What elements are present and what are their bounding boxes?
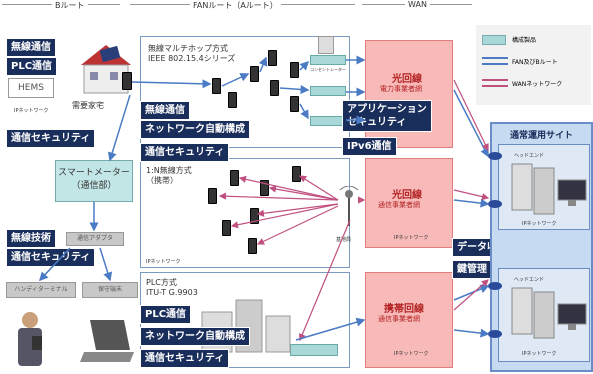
legend-wan: WANネットワーク [512, 81, 563, 88]
wan-mobile [365, 272, 453, 368]
mobile-title: 携帯回線 [384, 304, 424, 315]
smart-meter-box: スマートメーター （通信部） [55, 160, 133, 202]
wireless-tech-label: 無線技術 [6, 229, 56, 248]
fan-security-label-3: 通信セキュリティ [140, 349, 230, 368]
concentrator [310, 86, 346, 96]
b-route-header: Bルート [52, 0, 88, 11]
meter-device [248, 238, 257, 254]
fan-security-label: 通信セキュリティ [140, 143, 230, 162]
left-wireless-label: 無線通信 [6, 38, 56, 57]
legend-swatch-components [482, 35, 506, 45]
mobile-sub: 通信事業者網 [378, 315, 420, 323]
concentrator-label: コンセントレーター [310, 67, 346, 72]
router-icon [488, 330, 502, 338]
legend-swatch-fan [482, 57, 508, 65]
server-icon [318, 36, 334, 54]
meter-device [290, 62, 299, 78]
handy-terminal: ハンディターミナル [6, 282, 76, 298]
concentrator [310, 55, 346, 65]
meter-device [222, 220, 231, 236]
site-title: 通常運用サイト [510, 131, 574, 141]
multihop-title: 無線マルチホップ方式 IEEE 802.15.4シリーズ [148, 44, 236, 63]
meter-device [292, 166, 301, 182]
fan-net-auto-label: ネットワーク自動構成 [140, 120, 250, 139]
hikari1-title: 光回線 [392, 74, 422, 85]
wan-header: WAN [405, 0, 430, 9]
base-station-label: 基地局 [336, 237, 352, 243]
router-icon [488, 152, 502, 160]
router-icon [488, 282, 502, 290]
headend-1: ヘッドエンド [514, 153, 545, 159]
smart-meter-device [122, 72, 132, 90]
meter-device [290, 96, 299, 112]
wan-ipnw-2: IPネットワーク [394, 351, 429, 357]
headend-server-icon [511, 287, 587, 339]
hikari2-sub: 通信事業者網 [378, 201, 420, 209]
left-security-label-2: 通信セキュリティ [6, 248, 96, 267]
meter-device [228, 92, 237, 108]
legend: 構成製品 FAN及びBルート WANネットワーク [476, 25, 591, 105]
meter-device [260, 180, 269, 196]
meter-device [212, 78, 221, 94]
ipnw-fan: IPネットワーク [146, 259, 181, 265]
legend-fan: FAN及びBルート [512, 59, 558, 66]
headend-2: ヘッドエンド [514, 277, 545, 283]
site-ipnw-1: IPネットワーク [522, 221, 557, 227]
legend-components: 構成製品 [512, 37, 537, 44]
base-station-icon [339, 186, 359, 226]
left-plc-label: PLC通信 [6, 57, 58, 76]
left-security-label: 通信セキュリティ [6, 129, 96, 148]
comm-adapter: 通信アダプタ [66, 232, 124, 246]
router-icon [488, 200, 502, 208]
meter-device [270, 80, 279, 96]
one-n-title: 1:N無線方式 （携帯） [146, 166, 192, 185]
headend-server-icon [511, 163, 587, 215]
hikari2-title: 光回線 [392, 190, 422, 201]
ipv6-label: IPv6通信 [342, 137, 397, 156]
meter-device [250, 66, 259, 82]
fan-plc-label: PLC通信 [140, 305, 192, 324]
hems-box: HEMS [8, 78, 54, 98]
plc-title: PLC方式 ITU-T G.9903 [146, 278, 198, 297]
meter-device [208, 188, 217, 204]
legend-swatch-wan [482, 79, 508, 87]
wan-hikari-telecom [365, 158, 453, 248]
laptop-icon [80, 320, 134, 362]
site-ipnw-2: IPネットワーク [522, 351, 557, 357]
meter-device [268, 50, 277, 66]
ipnw-house: IPネットワーク [14, 108, 49, 114]
worker-icon [18, 312, 42, 366]
fan-net-auto-label-2: ネットワーク自動構成 [140, 327, 250, 346]
house-label: 需要家宅 [72, 101, 104, 110]
meter-device [230, 170, 239, 186]
fan-wireless-label: 無線通信 [140, 101, 190, 120]
fan-header: FANルート（Aルート） [190, 0, 281, 11]
wan-ipnw-1: IPネットワーク [394, 235, 429, 241]
hikari1-sub: 電力事業者網 [380, 85, 422, 93]
maintenance-terminal: 保守端末 [82, 282, 138, 298]
